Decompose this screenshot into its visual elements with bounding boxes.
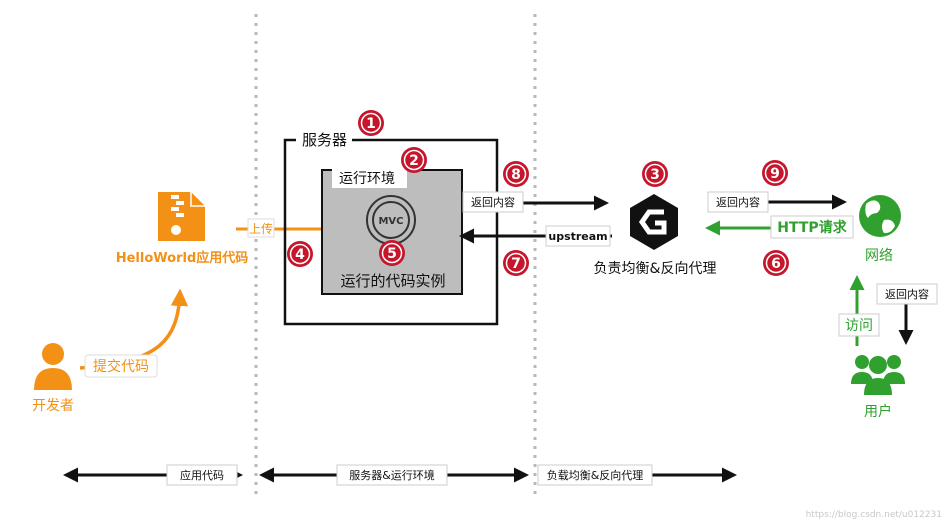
- svg-text:8: 8: [511, 167, 521, 183]
- return-content-user-label: 返回内容: [885, 287, 929, 301]
- step-badge-5: 5: [379, 240, 405, 266]
- return-content-label: 返回内容: [471, 195, 515, 209]
- section-label-box-load-balancer: [537, 464, 653, 486]
- svg-text:6: 6: [771, 256, 781, 272]
- step-badge-9: 9: [762, 160, 788, 186]
- svg-text:2: 2: [409, 153, 419, 169]
- server-title: 服务器: [302, 131, 347, 149]
- upload-label-box: [247, 218, 275, 238]
- runtime-title-bg: [332, 168, 407, 188]
- visit-label-box: [838, 313, 880, 337]
- step-badge-7: 7: [503, 250, 529, 276]
- runtime-title: 运行环境: [339, 171, 395, 187]
- upstream-label-box: [545, 225, 611, 247]
- http-request-label-box: [770, 215, 854, 239]
- svg-text:5: 5: [387, 246, 397, 262]
- return-content-network-label: 返回内容: [716, 195, 760, 209]
- network-label: 网络: [865, 248, 893, 264]
- section-label-server: 服务器&运行环境: [349, 468, 435, 482]
- developer-icon: [34, 343, 72, 390]
- step-badge-2: 2: [401, 147, 427, 173]
- server-box: [283, 138, 499, 326]
- return-content-network-label-box: [707, 191, 769, 213]
- server-title-bg: [296, 128, 352, 152]
- watermark: https://blog.csdn.net/u012231: [806, 510, 942, 520]
- http-request-label: HTTP请求: [777, 219, 847, 236]
- commit-label-box: [84, 354, 158, 378]
- step-badge-6: 6: [763, 250, 789, 276]
- globe-icon: [859, 195, 901, 237]
- runtime-box: [321, 169, 463, 295]
- upload-label: 上传: [249, 221, 273, 236]
- section-label-app-code: 应用代码: [180, 468, 224, 482]
- visit-label: 访问: [845, 318, 873, 334]
- section-label-load-balancer: 负载均衡&反向代理: [547, 468, 644, 482]
- user-label: 用户: [864, 403, 892, 420]
- step-badge-8: 8: [503, 161, 529, 187]
- svg-text:1: 1: [366, 116, 376, 132]
- mvc-logo-text: MVC: [378, 216, 403, 227]
- nginx-logo-icon: [630, 194, 678, 250]
- developer-label: 开发者: [32, 398, 74, 414]
- commit-label: 提交代码: [93, 358, 149, 375]
- zip-file-icon: [158, 192, 205, 241]
- section-label-box-app-code: [166, 464, 238, 486]
- load-balancer-label: 负责均衡&反向代理: [594, 261, 717, 277]
- svg-text:9: 9: [770, 166, 780, 182]
- svg-text:7: 7: [511, 256, 521, 272]
- runtime-instance-label: 运行的代码实例: [340, 272, 445, 290]
- upstream-label: upstream: [548, 230, 607, 243]
- app-code-label: HelloWorld应用代码: [116, 250, 249, 266]
- users-icon: [851, 355, 905, 395]
- step-badge-3: 3: [642, 161, 668, 187]
- svg-text:4: 4: [295, 247, 305, 263]
- section-label-box-server: [336, 464, 448, 486]
- step-badge-1: 1: [358, 110, 384, 136]
- step-badge-4: 4: [287, 241, 313, 267]
- return-content-label-box: [462, 191, 524, 213]
- svg-text:3: 3: [650, 167, 660, 183]
- return-content-user-label-box: [876, 283, 938, 305]
